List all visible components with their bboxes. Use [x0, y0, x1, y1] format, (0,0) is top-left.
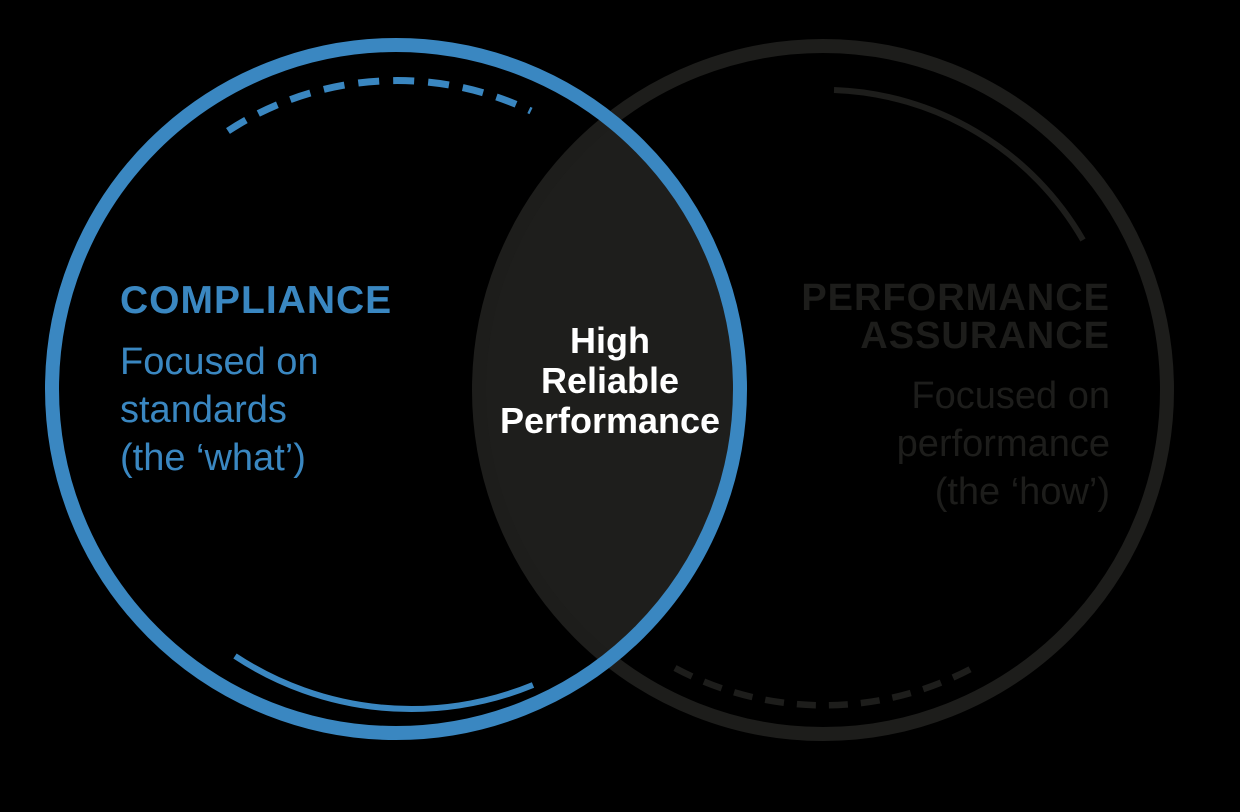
intersection-label-line: High — [570, 320, 650, 361]
intersection-label-line: Performance — [499, 400, 721, 441]
performance-assurance-description-line: Focused on — [911, 375, 1110, 417]
intersection-label: High Reliable Performance — [460, 321, 760, 441]
compliance-inner-solid-arc — [233, 653, 535, 712]
performance-assurance-description-line: (the ‘how’) — [934, 471, 1110, 513]
performance-assurance-title-line: ASSURANCE — [860, 315, 1110, 357]
compliance-description-line: Focused on — [120, 341, 319, 383]
performance-assurance-description-line: performance — [896, 423, 1110, 465]
performance-assurance-title-line: PERFORMANCE — [801, 277, 1110, 319]
compliance-title: COMPLIANCE — [120, 279, 393, 322]
compliance-circle-outline — [45, 38, 747, 740]
compliance-inner-dashed-arc — [226, 77, 533, 134]
performance-inner-solid-arc — [833, 87, 1086, 242]
performance-assurance-description: Focused on performance (the ‘how’) — [897, 372, 1110, 516]
compliance-description-line: (the ‘what’) — [120, 437, 306, 479]
intersection-lens-fill — [474, 114, 745, 664]
performance-circle-outline — [472, 39, 1174, 741]
performance-assurance-title: PERFORMANCE ASSURANCE — [801, 279, 1110, 355]
intersection-label-line: Reliable — [540, 360, 680, 401]
compliance-description-line: standards — [120, 389, 287, 431]
compliance-description: Focused on standards (the ‘what’) — [120, 338, 319, 482]
performance-inner-dashed-arc — [673, 663, 978, 709]
